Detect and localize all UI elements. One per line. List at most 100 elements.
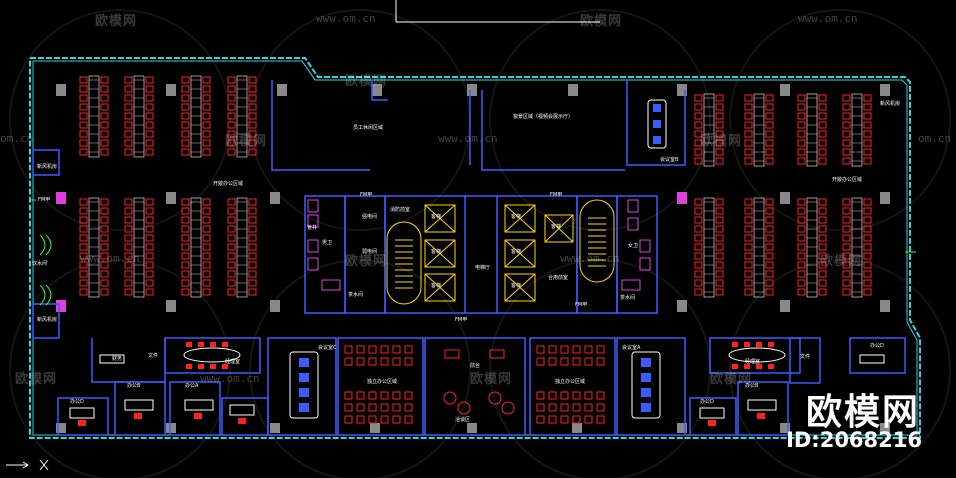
workstation-chair <box>818 252 827 260</box>
focus-chair <box>392 415 401 424</box>
label-door-code-4: FM甲 <box>455 317 468 323</box>
workstation-chair <box>694 198 703 206</box>
workstation-chair <box>202 288 211 296</box>
workstation-chair <box>181 216 190 224</box>
workstation-chair <box>818 112 827 120</box>
label-open-office-left: 开敞办公区域 <box>213 181 244 187</box>
label-office-a: 办公A <box>185 383 199 389</box>
workstation-chair <box>863 270 872 278</box>
workstation-chair <box>715 112 724 120</box>
workstation-chair <box>744 270 753 278</box>
workstation-chair <box>79 85 88 93</box>
workstation-chair <box>248 130 257 138</box>
workstation-chair <box>124 207 133 215</box>
workstation-chair <box>863 157 872 165</box>
watermark-url-3: www.om.cn <box>438 132 498 145</box>
workstation-chair <box>694 148 703 156</box>
green-stair-left <box>30 199 52 306</box>
label-office-d: 办公D <box>70 399 84 405</box>
watermark-logo-8: 欧模网 <box>15 372 58 387</box>
watermark-url-2: www.om.cn <box>798 12 858 25</box>
focus-chair <box>536 357 545 366</box>
workstation-chair <box>227 252 236 260</box>
workstation-chair <box>145 225 154 233</box>
interior-walls <box>32 80 906 436</box>
workstation-chair <box>797 288 806 296</box>
workstation-chair <box>79 225 88 233</box>
workstation-chair <box>842 270 851 278</box>
lounge-furniture <box>443 349 515 415</box>
workstation-chair <box>181 270 190 278</box>
workstation-chair <box>202 103 211 111</box>
workstation-chair <box>797 130 806 138</box>
focus-chair <box>560 357 569 366</box>
workstation-chair <box>124 103 133 111</box>
focus-chair <box>404 357 413 366</box>
desk-spine <box>703 197 715 298</box>
workstation-chair <box>100 207 109 215</box>
workstation-chair <box>145 76 154 84</box>
workstation-chair <box>124 148 133 156</box>
core-stairs <box>386 199 615 305</box>
focus-chair <box>584 391 593 400</box>
workstation-chair <box>765 252 774 260</box>
workstation-chair <box>202 216 211 224</box>
desk-spine <box>806 93 818 167</box>
workstation-chair <box>765 94 774 102</box>
label-elevator-1: 客梯 <box>431 214 442 220</box>
label-pantry: 茶水间 <box>348 292 364 298</box>
workstation-chair <box>818 216 827 224</box>
workstation-chair <box>744 157 753 165</box>
watermark-url-1: www.om.cn <box>316 12 376 25</box>
workstation-chair <box>863 112 872 120</box>
workstation-chair <box>842 207 851 215</box>
focus-chair <box>536 415 545 424</box>
workstation-chair <box>227 234 236 242</box>
desk-spine <box>851 197 863 298</box>
workstation-chair <box>227 130 236 138</box>
workstation-chair <box>124 279 133 287</box>
workstation-chair <box>765 225 774 233</box>
workstation-chair <box>100 261 109 269</box>
workstation-chair <box>797 121 806 129</box>
workstation-chair <box>202 279 211 287</box>
workstation-chair <box>100 216 109 224</box>
workstation-chair <box>100 85 109 93</box>
workstation-chair <box>248 94 257 102</box>
workstation-chair <box>202 148 211 156</box>
workstation-chair <box>181 288 190 296</box>
label-fire-room: 消防前室 <box>390 207 411 213</box>
workstation-chair <box>145 85 154 93</box>
workstation-chair <box>145 112 154 120</box>
workstation-chair <box>248 243 257 251</box>
workstation-chair <box>124 76 133 84</box>
workstation-chair <box>79 252 88 260</box>
workstation-chair <box>863 252 872 260</box>
workstation-chair <box>124 261 133 269</box>
desk-spine <box>806 197 818 298</box>
workstation-chair <box>715 279 724 287</box>
workstation-chair <box>181 252 190 260</box>
focus-chair <box>584 345 593 354</box>
workstation-chair <box>202 234 211 242</box>
workstation-chair <box>818 198 827 206</box>
workstation-chair <box>202 130 211 138</box>
workstation-chair <box>100 252 109 260</box>
workstation-chair <box>744 207 753 215</box>
watermark-logo-1: 欧模网 <box>95 14 138 29</box>
workstation-chair <box>227 261 236 269</box>
workstation-chair <box>145 288 154 296</box>
workstation-chair <box>765 157 774 165</box>
workstation-chair <box>715 243 724 251</box>
label-reception: 前台 <box>470 363 481 369</box>
workstation-chair <box>248 148 257 156</box>
workstation-chair <box>124 216 133 224</box>
workstation-chair <box>124 85 133 93</box>
workstation-chair <box>202 207 211 215</box>
workstation-chair <box>124 121 133 129</box>
workstation-chair <box>227 207 236 215</box>
workstation-chair <box>694 279 703 287</box>
workstation-chair <box>227 76 236 84</box>
workstation-chair <box>842 112 851 120</box>
workstation-chair <box>797 270 806 278</box>
